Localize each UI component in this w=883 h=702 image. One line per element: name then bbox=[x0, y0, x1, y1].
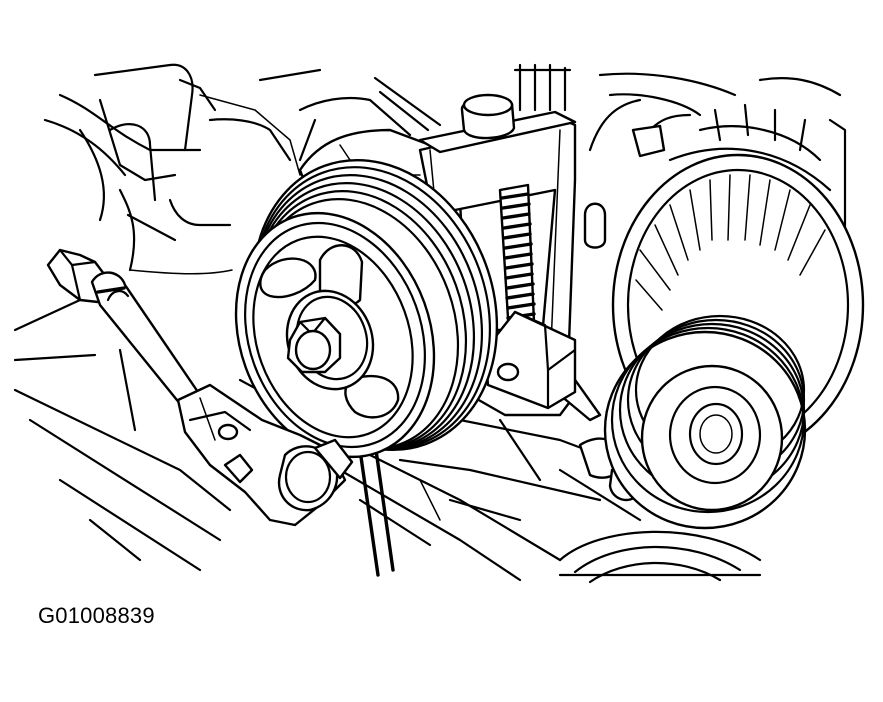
alternator-pulley bbox=[603, 314, 807, 530]
technical-illustration bbox=[13, 63, 865, 584]
engine-block-background bbox=[13, 63, 847, 584]
ratchet-wrench bbox=[46, 248, 354, 527]
power-steering-pump-pulley bbox=[234, 158, 499, 459]
pulley-holder-tool bbox=[418, 93, 602, 422]
figure-id-label: G01008839 bbox=[38, 603, 155, 628]
